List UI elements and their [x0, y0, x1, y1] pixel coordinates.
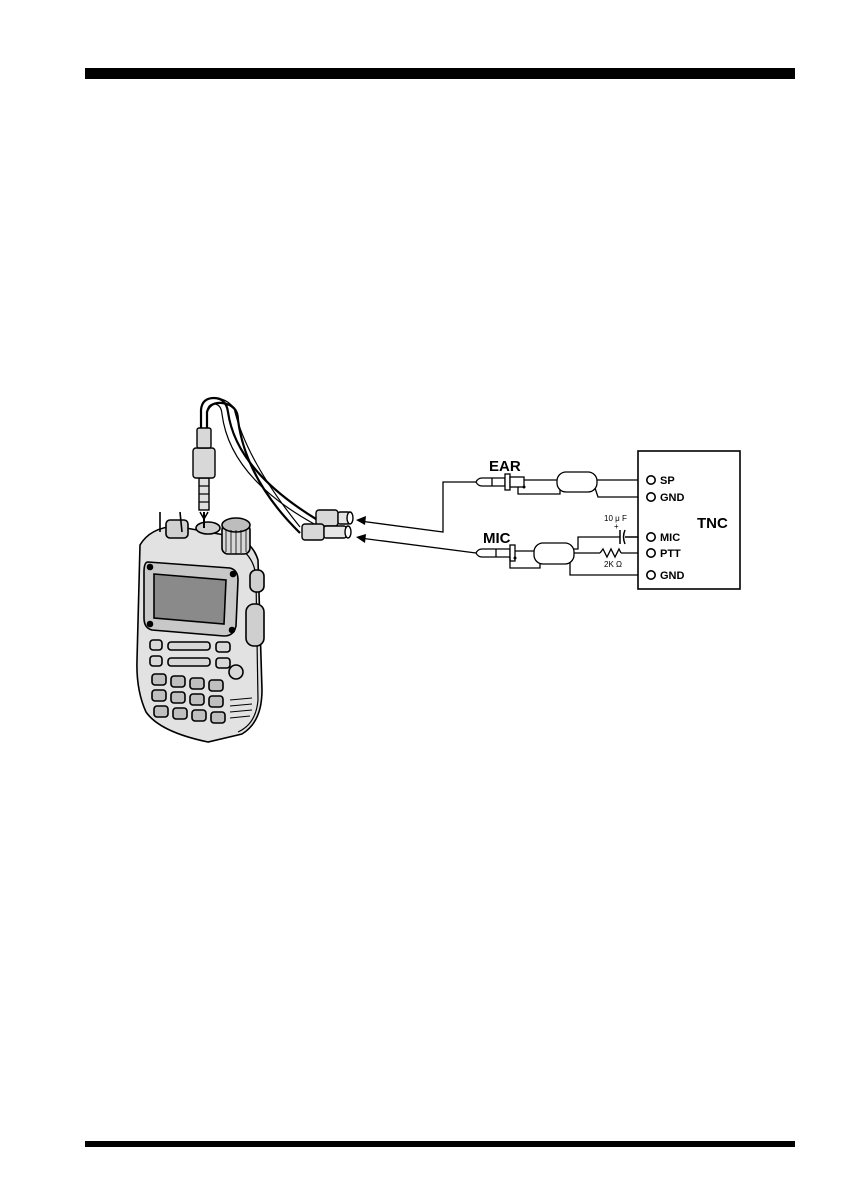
- capacitor-polarity-label: +: [614, 522, 619, 531]
- pin-ptt-label: PTT: [660, 548, 681, 560]
- pin-gnd-terminal: [647, 493, 655, 501]
- pin-gnd2-label: GND: [660, 570, 685, 582]
- pin-gnd2-terminal: [647, 571, 655, 579]
- resistor-value-label: 2K Ω: [604, 560, 622, 569]
- pin-sp-label: SP: [660, 475, 675, 487]
- pin-gnd-label: GND: [660, 492, 685, 504]
- connection-arrows: [356, 482, 476, 553]
- ear-plug-cable: [476, 472, 648, 497]
- mic-label: MIC: [483, 530, 511, 547]
- pin-mic-terminal: [647, 533, 655, 541]
- pin-mic-label: MIC: [660, 532, 680, 544]
- y-cable: [193, 398, 353, 540]
- pin-sp-terminal: [647, 476, 655, 484]
- pin-ptt-terminal: [647, 549, 655, 557]
- transceiver-illustration: [137, 512, 264, 742]
- ear-label: EAR: [489, 458, 521, 475]
- tnc-label: TNC: [697, 515, 728, 532]
